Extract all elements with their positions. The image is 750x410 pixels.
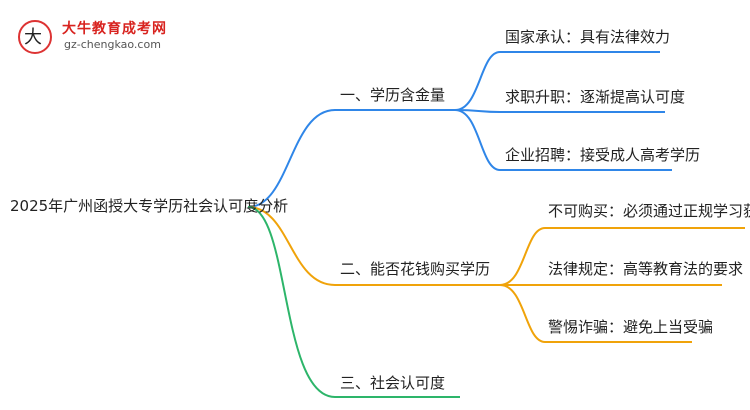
branch-1-label: 一、学历含金量 <box>340 86 446 104</box>
branch-2-label: 二、能否花钱购买学历 <box>340 260 491 278</box>
logo-url: gz-chengkao.com <box>64 38 161 51</box>
branch-1-leaf-3: 企业招聘：接受成人高考学历 <box>505 146 701 164</box>
connector-root-branch1 <box>247 109 455 208</box>
site-logo[interactable]: 大 大牛教育成考网 gz-chengkao.com <box>10 14 180 58</box>
branch-3-label: 三、社会认可度 <box>340 374 446 392</box>
branch-1-leaf-1: 国家承认：具有法律效力 <box>505 28 671 46</box>
mindmap-root: 2025年广州函授大专学历社会认可度分析 <box>10 197 289 215</box>
branch-2-leaf-3: 警惕诈骗：避免上当受骗 <box>548 318 714 336</box>
branch-2-leaf-2: 法律规定：高等教育法的要求 <box>548 260 744 278</box>
logo-title: 大牛教育成考网 <box>62 21 167 37</box>
connector-branch2-leaf3 <box>499 284 692 343</box>
branch-1-leaf-2: 求职升职：逐渐提高认可度 <box>505 88 686 106</box>
connector-branch1-leaf3 <box>454 109 672 171</box>
connector-branch2-leaf1 <box>499 227 745 286</box>
connector-root-branch3 <box>247 206 460 398</box>
connector-root-branch2 <box>247 206 500 286</box>
connector-branch1-leaf1 <box>454 51 660 111</box>
connector-branch1-leaf2 <box>454 109 665 113</box>
bull-logo-icon: 大 <box>18 20 52 54</box>
branch-2-leaf-1: 不可购买：必须通过正规学习获得 <box>548 202 750 220</box>
